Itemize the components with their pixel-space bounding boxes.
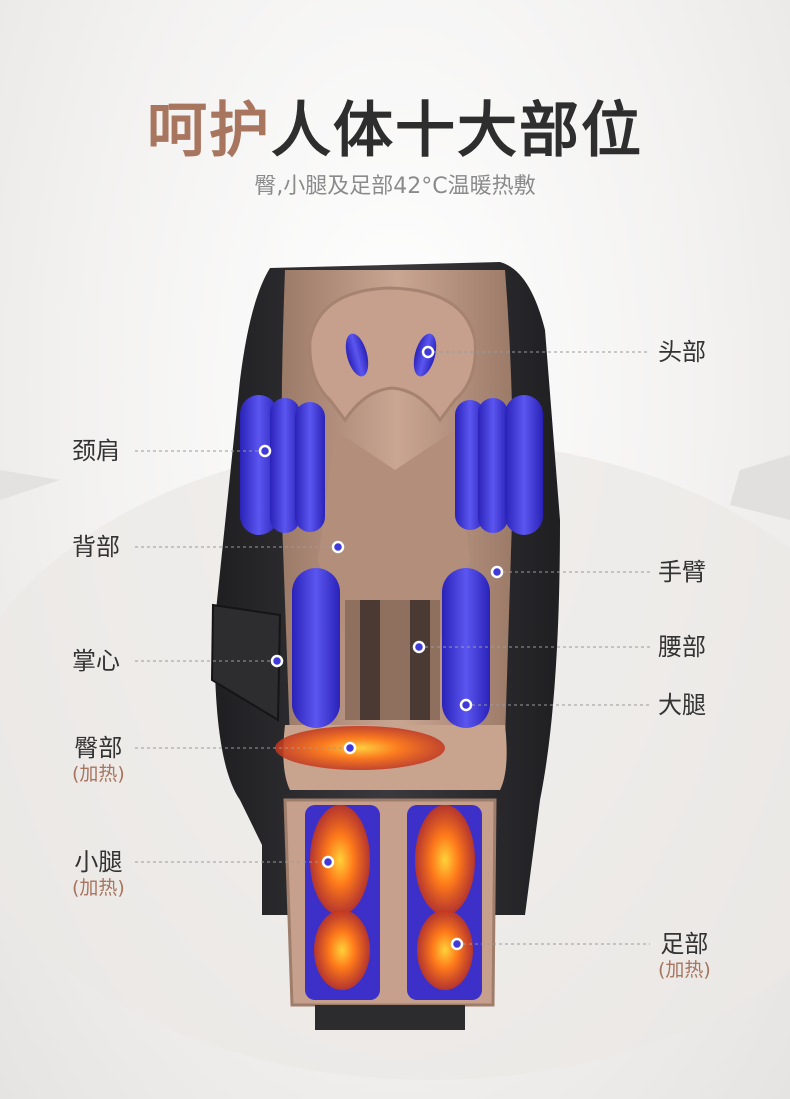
chair-arm-panel	[210, 603, 282, 722]
marker-back	[331, 540, 345, 554]
label-palm: 掌心	[72, 647, 120, 675]
label-hip-group: 臀部 (加热)	[72, 734, 125, 786]
label-calf-heat: (加热)	[72, 877, 125, 899]
label-calf-group: 小腿 (加热)	[72, 848, 125, 900]
label-hip: 臀部	[74, 734, 123, 762]
page-subtitle: 臀,小腿及足部42°C温暖热敷	[254, 174, 536, 199]
hip-heat-zone	[275, 726, 445, 770]
calf-heat-zone	[310, 805, 370, 915]
marker-palm	[270, 654, 284, 668]
foot-heat-zone	[417, 910, 473, 990]
marker-neck-shoulder	[258, 444, 272, 458]
label-foot: 足部	[660, 930, 709, 958]
label-head: 头部	[658, 338, 706, 366]
chair-back-panel	[318, 430, 470, 640]
label-back: 背部	[72, 533, 120, 561]
title-accent: 呵护	[147, 96, 271, 166]
marker-arm	[490, 565, 504, 579]
marker-head	[421, 345, 435, 359]
marker-foot	[450, 937, 464, 951]
marker-thigh	[459, 698, 473, 712]
label-arm: 手臂	[658, 558, 706, 586]
label-waist: 腰部	[658, 633, 706, 661]
page-title: 呵护人体十大部位	[0, 82, 790, 169]
label-thigh: 大腿	[658, 691, 706, 719]
label-neck-shoulder: 颈肩	[72, 437, 120, 465]
marker-waist	[412, 640, 426, 654]
label-hip-heat: (加热)	[72, 763, 125, 785]
marker-hip	[343, 741, 357, 755]
marker-calf	[321, 855, 335, 869]
title-rest: 人体十大部位	[271, 96, 643, 166]
label-foot-group: 足部 (加热)	[658, 930, 711, 982]
label-calf: 小腿	[74, 848, 123, 876]
chair-headrest	[308, 286, 477, 423]
label-foot-heat: (加热)	[658, 959, 711, 981]
